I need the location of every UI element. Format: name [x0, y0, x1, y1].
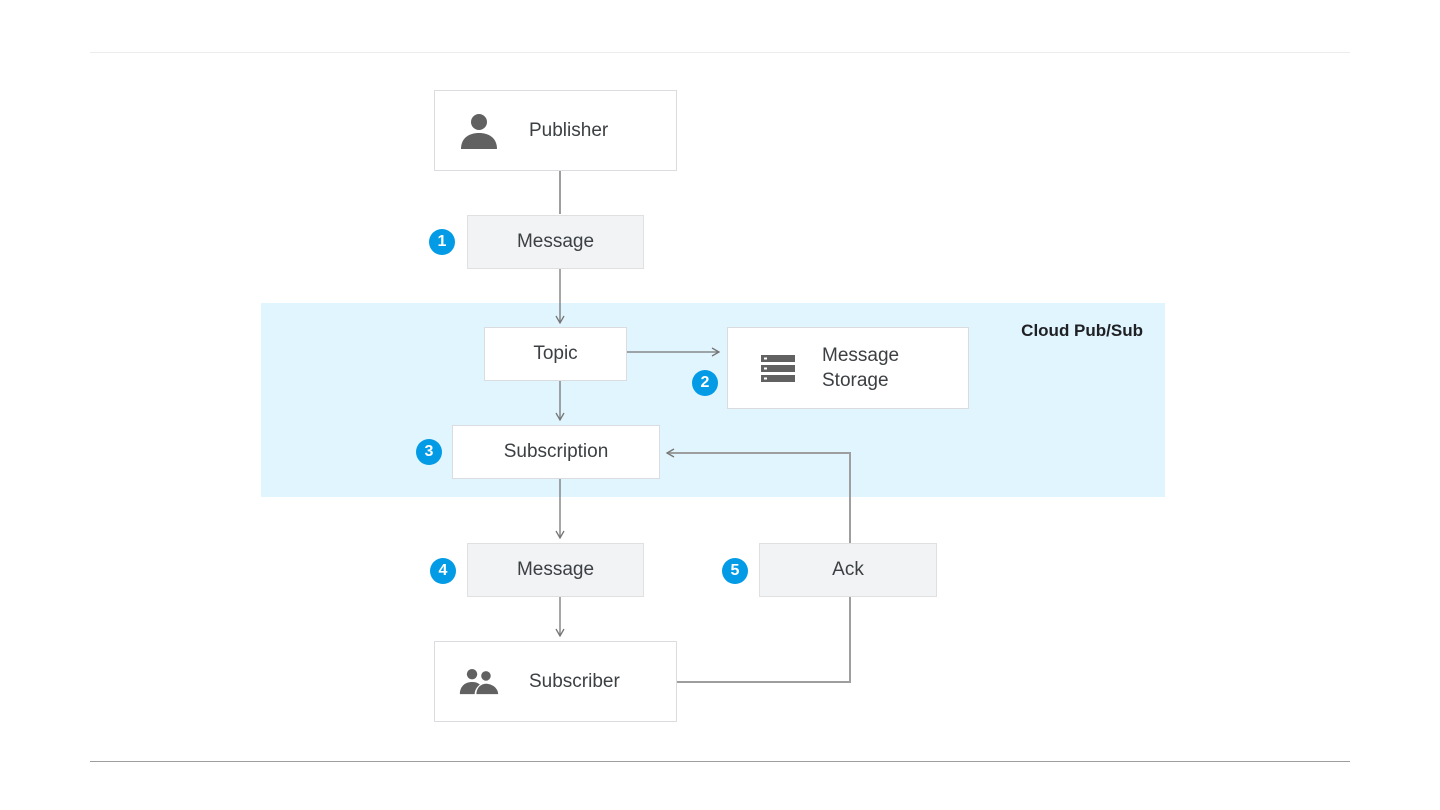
people-icon	[459, 662, 499, 702]
message-box-1: Message	[467, 215, 644, 269]
message-storage-label-line2: Storage	[822, 370, 889, 391]
top-divider	[90, 52, 1350, 53]
subscription-box: Subscription	[452, 425, 660, 479]
step-badge-3: 3	[416, 439, 442, 465]
ack-label: Ack	[832, 559, 864, 580]
region-label: Cloud Pub/Sub	[1021, 321, 1143, 340]
person-icon	[459, 111, 499, 151]
message-storage-label: Message Storage	[822, 343, 899, 393]
storage-icon	[758, 348, 798, 388]
step-badge-2: 2	[692, 370, 718, 396]
ack-box: Ack	[759, 543, 937, 597]
topic-box: Topic	[484, 327, 627, 381]
cloud-pubsub-region: Cloud Pub/Sub	[261, 303, 1165, 497]
step-badge-4: 4	[430, 558, 456, 584]
step-badge-1: 1	[429, 229, 455, 255]
subscriber-box: Subscriber	[434, 641, 677, 722]
topic-label: Topic	[533, 343, 578, 364]
publisher-box: Publisher	[434, 90, 677, 171]
connector-subscriber-ack	[677, 597, 851, 683]
message-label-1: Message	[516, 231, 595, 252]
subscriber-label: Subscriber	[529, 670, 620, 692]
publisher-label: Publisher	[529, 119, 609, 141]
message-storage-box: Message Storage	[727, 327, 969, 409]
subscription-label: Subscription	[503, 441, 609, 462]
step-badge-5: 5	[722, 558, 748, 584]
message-box-2: Message	[467, 543, 644, 597]
message-storage-label-line1: Message	[822, 345, 900, 366]
bottom-divider	[90, 761, 1350, 762]
message-label-2: Message	[516, 559, 595, 580]
